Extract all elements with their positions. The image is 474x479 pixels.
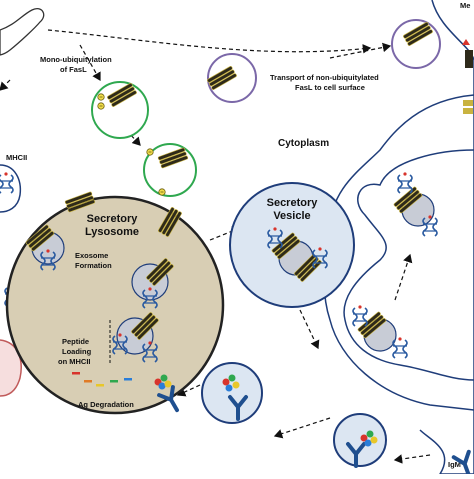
cytoplasm-label: Cytoplasm: [278, 138, 329, 149]
transport-label-1: Transport of non-ubiquitylated: [270, 73, 379, 82]
lysosome-exosome-2: [131, 257, 175, 309]
exosome-formation-label-1: Exosome: [75, 251, 108, 260]
purple-vesicle-1: [206, 53, 257, 103]
bcr-vesicle-right: [333, 413, 387, 468]
secretory-vesicle: [229, 182, 355, 308]
peptide-loading-label-2: Loading: [62, 347, 92, 356]
mhcii-label: MHCII: [6, 153, 27, 162]
peptide-loading-label-3: on MHCII: [58, 357, 91, 366]
lysosome-exosome-3: [112, 311, 160, 363]
arrow-top-transport: [47, 29, 372, 54]
exosome-right-upper: [393, 171, 438, 237]
top-left-fragment: [0, 8, 45, 56]
secretory-vesicle-label-2: Vesicle: [273, 210, 310, 222]
mono-ubiquitylation-label-2: of FasL: [60, 65, 87, 74]
igm-label: IgM: [448, 460, 461, 469]
membrane-label: Me: [460, 1, 470, 10]
surface-fasl: [462, 39, 473, 114]
arrow-exo-up: [394, 253, 413, 301]
ag-degradation-label: Ag Degradation: [78, 400, 134, 409]
membrane-invagination: [343, 149, 474, 381]
lysosome-exosome-1: [25, 224, 65, 271]
left-cell-lower: [0, 339, 22, 397]
transport-label-2: FasL to cell surface: [295, 83, 365, 92]
arrow-lys-to-vesicle: [209, 226, 242, 241]
arrow-vesicle-down: [299, 309, 320, 350]
lysosome-label-1: Secretory: [87, 213, 139, 225]
bcr-vesicle-left: [201, 362, 263, 424]
green-vesicle-1: [91, 81, 149, 139]
left-cell-upper: [0, 164, 22, 213]
lysosome-label-2: Lysosome: [85, 226, 139, 238]
exosome-formation-label-2: Formation: [75, 261, 112, 270]
arrow-igm-left: [273, 417, 331, 439]
peptide-fragments: [72, 320, 132, 387]
peptide-loading-label-1: Peptide: [62, 337, 89, 346]
arrow-to-purple: [329, 42, 392, 59]
arrow-left-edge: [0, 79, 11, 91]
green-vesicle-2: [143, 143, 197, 197]
arrow-igm-in: [393, 454, 431, 464]
cell-membrane: [419, 0, 474, 475]
mono-ubiquitylation-label-1: Mono-ubiquitylation: [40, 55, 112, 64]
purple-vesicle-2: [391, 19, 441, 69]
exosome-right-lower: [352, 304, 408, 359]
secretory-vesicle-label-1: Secretory: [267, 197, 319, 209]
lysosome-antigen-bcr: [154, 374, 186, 417]
